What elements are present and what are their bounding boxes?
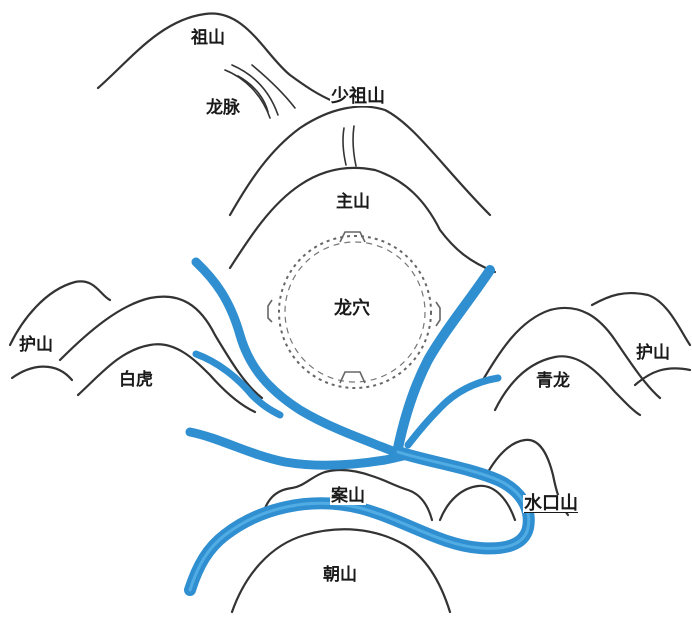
shui-kou-shan-front [438, 484, 517, 522]
hu-shan-left-ridge [8, 280, 112, 347]
bai-hu-inner-ridge [76, 343, 257, 414]
label-zhu-shan: 主山 [336, 192, 370, 212]
an-shan-ridge [260, 468, 434, 522]
label-hu-shan-left: 护山 [18, 335, 54, 355]
label-an-shan: 案山 [330, 486, 366, 506]
zu-shan-inner-ridge [251, 64, 296, 109]
label-qing-long: 青龙 [536, 371, 570, 391]
hu-shan-left-inner [10, 365, 74, 382]
long-xue-circle [267, 231, 441, 389]
label-shui-kou-shan: 水口山 [523, 493, 579, 514]
hu-shan-right-inner [633, 367, 692, 387]
qing-long-inner-ridge [493, 355, 642, 417]
chao-shan-ridge [230, 528, 452, 614]
vein-connector [342, 125, 357, 167]
zu-shan-ridge [96, 12, 337, 104]
zhu-shan-ridge [228, 166, 497, 274]
label-bai-hu: 白虎 [119, 370, 153, 390]
label-long-xue: 龙穴 [334, 298, 370, 319]
shao-zu-shan-ridge [228, 105, 492, 217]
long-mai-vein [224, 64, 279, 119]
label-hu-shan-right: 护山 [635, 343, 671, 363]
label-long-mai: 龙脉 [205, 98, 241, 118]
bai-hu-outer-ridge [58, 295, 264, 400]
qing-long-outer-ridge [478, 306, 662, 400]
label-zu-shan: 祖山 [190, 28, 226, 48]
label-chao-shan: 朝山 [323, 565, 357, 585]
label-shao-zu-shan: 少祖山 [330, 86, 386, 107]
river-system [184, 257, 535, 596]
hu-shan-right-ridge [590, 291, 692, 347]
